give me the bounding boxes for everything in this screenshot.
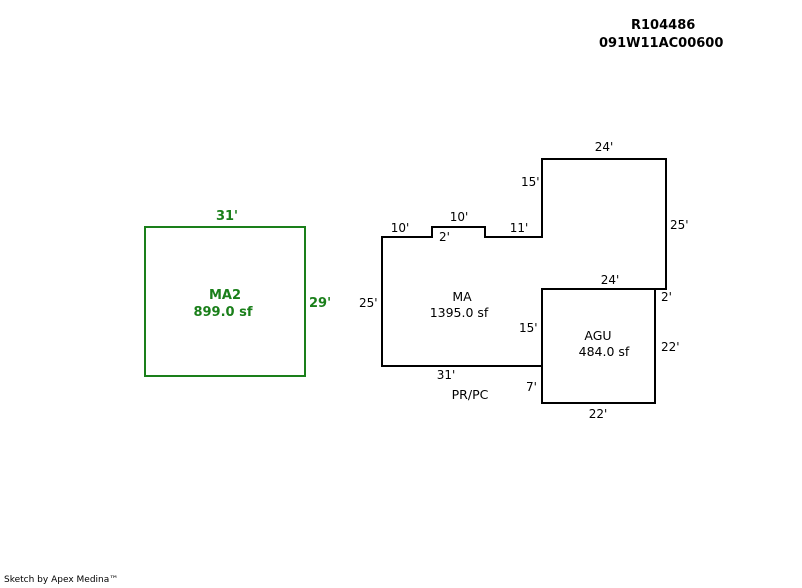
ma2-label: MA2 bbox=[209, 288, 241, 303]
ma2-outline bbox=[144, 226, 306, 377]
ma-left-top-dimension: 10' bbox=[391, 221, 410, 235]
ma2-area: 899.0 sf bbox=[193, 305, 252, 320]
ma-inner-right-dimension: 15' bbox=[519, 321, 538, 335]
agu-left-lower-dimension: 7' bbox=[526, 380, 537, 394]
ma-outline bbox=[381, 158, 667, 367]
ma2-right-dimension: 29' bbox=[309, 296, 331, 311]
agu-area: 484.0 sf bbox=[579, 344, 630, 359]
porch-label: PR/PC bbox=[452, 387, 489, 402]
ma-area: 1395.0 sf bbox=[430, 305, 489, 320]
top-right-dimension: 24' bbox=[595, 140, 614, 154]
bump-top-dimension: 10' bbox=[450, 210, 469, 224]
agu-top-dimension: 24' bbox=[601, 273, 620, 287]
ma2-top-dimension: 31' bbox=[216, 209, 238, 224]
ma-label: MA bbox=[452, 289, 472, 304]
agu-label: AGU bbox=[584, 328, 611, 343]
ma-top-right-dimension: 11' bbox=[510, 221, 529, 235]
offset-right-dimension: 2' bbox=[661, 290, 672, 304]
account-number: R104486 bbox=[631, 18, 696, 33]
right-side-dimension: 25' bbox=[670, 218, 689, 232]
agu-right-dimension: 22' bbox=[661, 340, 680, 354]
ma-left-dimension: 25' bbox=[359, 296, 378, 310]
left-upper-dimension: 15' bbox=[521, 175, 540, 189]
agu-outline bbox=[541, 288, 656, 404]
bump-side-dimension: 2' bbox=[439, 230, 450, 244]
parcel-id: 091W11AC00600 bbox=[599, 36, 724, 51]
ma-bottom-dimension: 31' bbox=[437, 368, 456, 382]
agu-bottom-dimension: 22' bbox=[589, 407, 608, 421]
sketch-credit: Sketch by Apex Medina™ bbox=[4, 575, 119, 585]
